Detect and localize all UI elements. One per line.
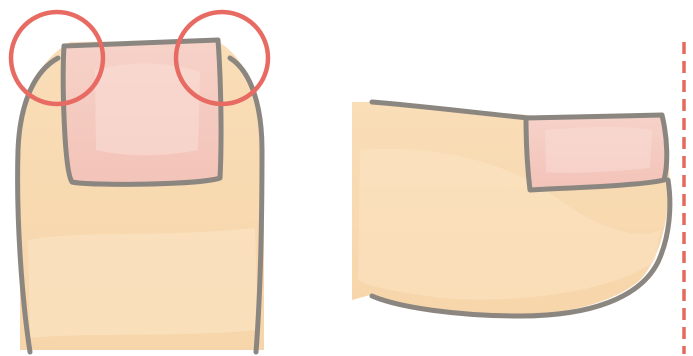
- side-view-toe: [352, 42, 684, 354]
- front-toe-skin-shade: [28, 228, 258, 338]
- side-nail-highlight: [545, 127, 652, 173]
- front-view-toe: [11, 12, 268, 352]
- front-nail-highlight: [95, 63, 200, 155]
